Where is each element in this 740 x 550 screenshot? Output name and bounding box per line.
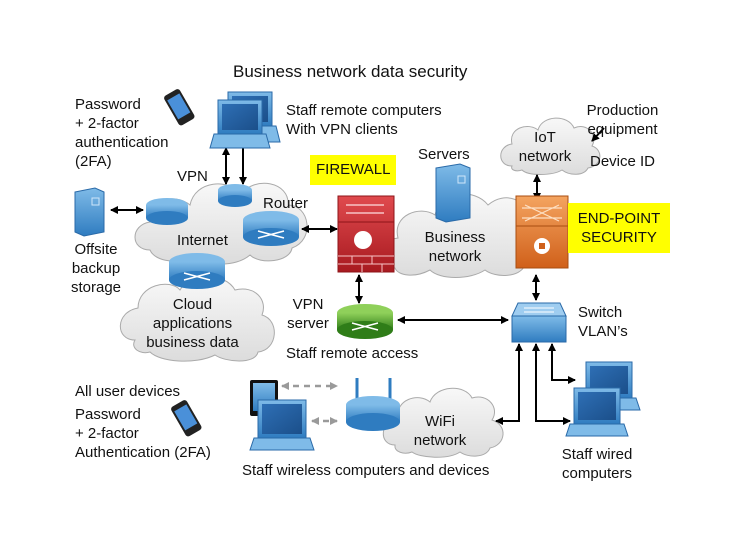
wireless-arrows: [281, 382, 338, 425]
all-user-devices-label: All user devices: [75, 383, 181, 400]
diagram-title: Business network data security: [233, 62, 468, 81]
router-icon: [146, 198, 188, 225]
vpn-server-label: VPN server: [287, 296, 329, 332]
device-id-label: Device ID: [590, 153, 656, 170]
router-icon: [169, 253, 225, 289]
business-network-label: Business network: [424, 229, 486, 265]
staff-remote-access-label: Staff remote access: [286, 345, 419, 362]
staff-wired-label: Staff wired computers: [561, 446, 633, 482]
router-icon: [337, 304, 393, 339]
firewall-label: FIREWALL: [310, 155, 397, 185]
laptop-icon: [249, 399, 315, 451]
server-icon: [74, 187, 105, 237]
servers-label: Servers: [418, 146, 470, 163]
cloud-apps-cloud: [119, 276, 275, 362]
laptop-icon: [565, 361, 641, 437]
cloud-apps-label: Cloud applications business data: [146, 296, 239, 351]
wifi-network-cloud: [382, 387, 504, 458]
internet-label: Internet: [177, 232, 228, 249]
switch-vlans-label: Switch VLAN’s: [578, 304, 628, 340]
smartphone-icon: [164, 89, 195, 126]
router-label: Router: [263, 195, 309, 212]
offsite-backup-label: Offsite backup storage: [70, 241, 122, 296]
endpoint-security-label: END-POINT SECURITY: [568, 203, 670, 253]
wireless-access-point-icon: [346, 378, 400, 431]
iot-network-cloud: [500, 117, 601, 175]
wifi-network-label: WiFi network: [413, 413, 467, 449]
firewall-icon: [337, 195, 395, 273]
switch-icon: [511, 302, 567, 343]
iot-network-label: IoT network: [518, 129, 572, 165]
connection-arrows: [110, 127, 605, 425]
user-auth-label: Password + 2-factor Authentication (2FA): [75, 406, 211, 461]
router-icon: [243, 211, 299, 246]
staff-wireless-label: Staff wireless computers and devices: [242, 462, 490, 479]
router-icon: [218, 184, 252, 207]
remote-auth-label: Password + 2-factor authentication (2FA): [75, 96, 169, 170]
laptop-icon: [209, 91, 281, 149]
staff-remote-computers-label: Staff remote computers With VPN clients: [286, 102, 442, 138]
server-icon: [435, 163, 471, 223]
vpn-label: VPN: [177, 168, 208, 185]
endpoint-security-icon: [515, 195, 569, 269]
production-equipment-label: Production equipment: [586, 102, 659, 138]
smartphone-icon: [171, 400, 202, 437]
